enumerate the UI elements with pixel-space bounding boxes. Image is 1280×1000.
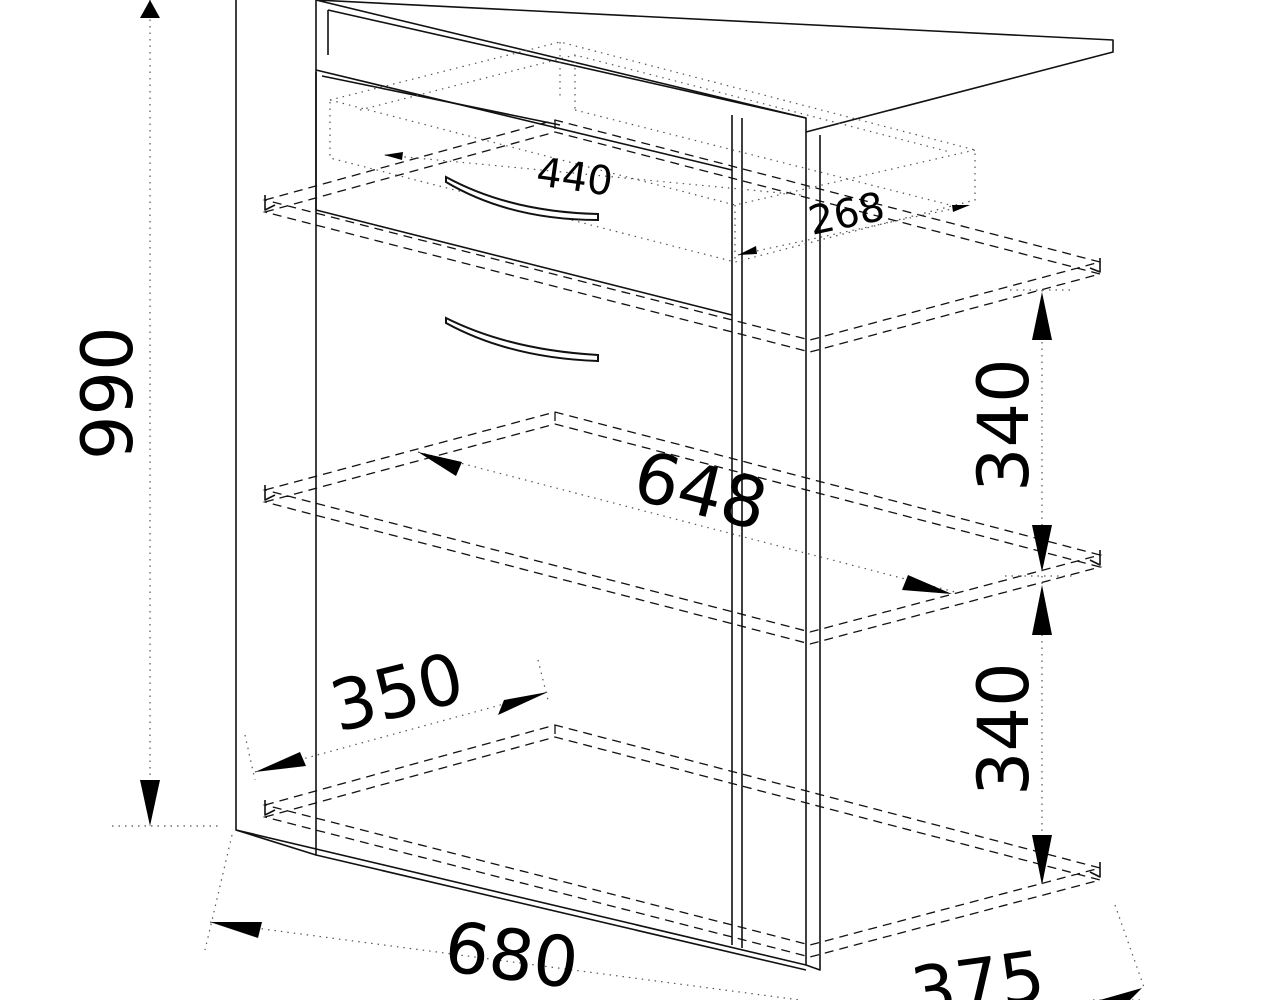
depth-extension-line	[1114, 904, 1146, 991]
bottom-front-edge	[235, 829, 807, 966]
depth-arrow-right	[1100, 988, 1142, 1000]
width-extension-line	[204, 834, 233, 951]
shelf-end-ticks	[264, 195, 1101, 878]
drawer-depth-arrow-left	[738, 246, 757, 255]
height-label: 990	[67, 326, 149, 460]
inner-width-dimension: 648	[417, 435, 956, 594]
shelf-top	[262, 119, 1103, 353]
gap-lower-arrow-bottom	[1032, 835, 1052, 885]
gap-upper-label: 340	[963, 358, 1045, 492]
inner-width-arrow-right	[902, 575, 952, 594]
shelf-depth-arrow-right	[498, 692, 548, 715]
bottom-plinth	[315, 854, 807, 971]
drawer-front-upper	[315, 69, 733, 316]
drawer-opening	[321, 75, 561, 126]
depth-label: 375	[906, 935, 1050, 1000]
drawer-width-dimension: 440	[384, 149, 803, 206]
shelf-depth-dimension: 350	[244, 637, 549, 781]
inner-width-line	[417, 451, 956, 593]
gap-lower-label: 340	[963, 662, 1045, 796]
drawer-depth-arrow-right	[952, 205, 970, 212]
left-side-panel	[235, 0, 317, 856]
gap-upper-arrow-bottom	[1032, 525, 1052, 572]
drawer-depth-label: 268	[805, 184, 889, 245]
height-arrow-bottom	[140, 780, 160, 826]
right-side-panel	[805, 132, 821, 971]
shelf-depth-label: 350	[322, 637, 471, 749]
cabinet-body	[235, 0, 1114, 971]
drawer-inner-lines	[359, 54, 951, 206]
drawer-box	[329, 41, 976, 263]
shelf-bottom	[262, 724, 1103, 958]
shelves	[262, 119, 1103, 958]
drawer-handle-upper	[445, 175, 599, 222]
shelf-gap-dimensions: 340 340	[963, 289, 1075, 885]
drawer-box-outline	[329, 41, 976, 263]
depth-dimension: 375	[906, 904, 1146, 1000]
top-board	[315, 0, 1114, 133]
drawer-handle-lower	[445, 316, 599, 363]
inner-width-label: 648	[626, 435, 775, 547]
shelf-depth-extension	[244, 659, 549, 781]
drawer-width-line	[384, 154, 803, 196]
drawer-width-label: 440	[534, 149, 616, 205]
gap-lower-arrow-top	[1032, 585, 1052, 635]
gap-upper-arrow-top	[1032, 292, 1052, 340]
width-dimension: 680	[204, 834, 801, 1000]
top-board-front-edge	[327, 9, 807, 119]
width-arrow-left	[210, 922, 262, 938]
drawer-depth-line	[737, 204, 971, 256]
width-label: 680	[440, 906, 584, 1000]
height-dimension: 990	[67, 0, 220, 827]
height-arrow-top	[140, 0, 160, 18]
center-divider	[731, 115, 743, 948]
inner-width-arrow-left	[418, 452, 462, 476]
shelf-depth-arrow-left	[255, 752, 306, 772]
drawer-width-arrow-left	[384, 152, 403, 160]
